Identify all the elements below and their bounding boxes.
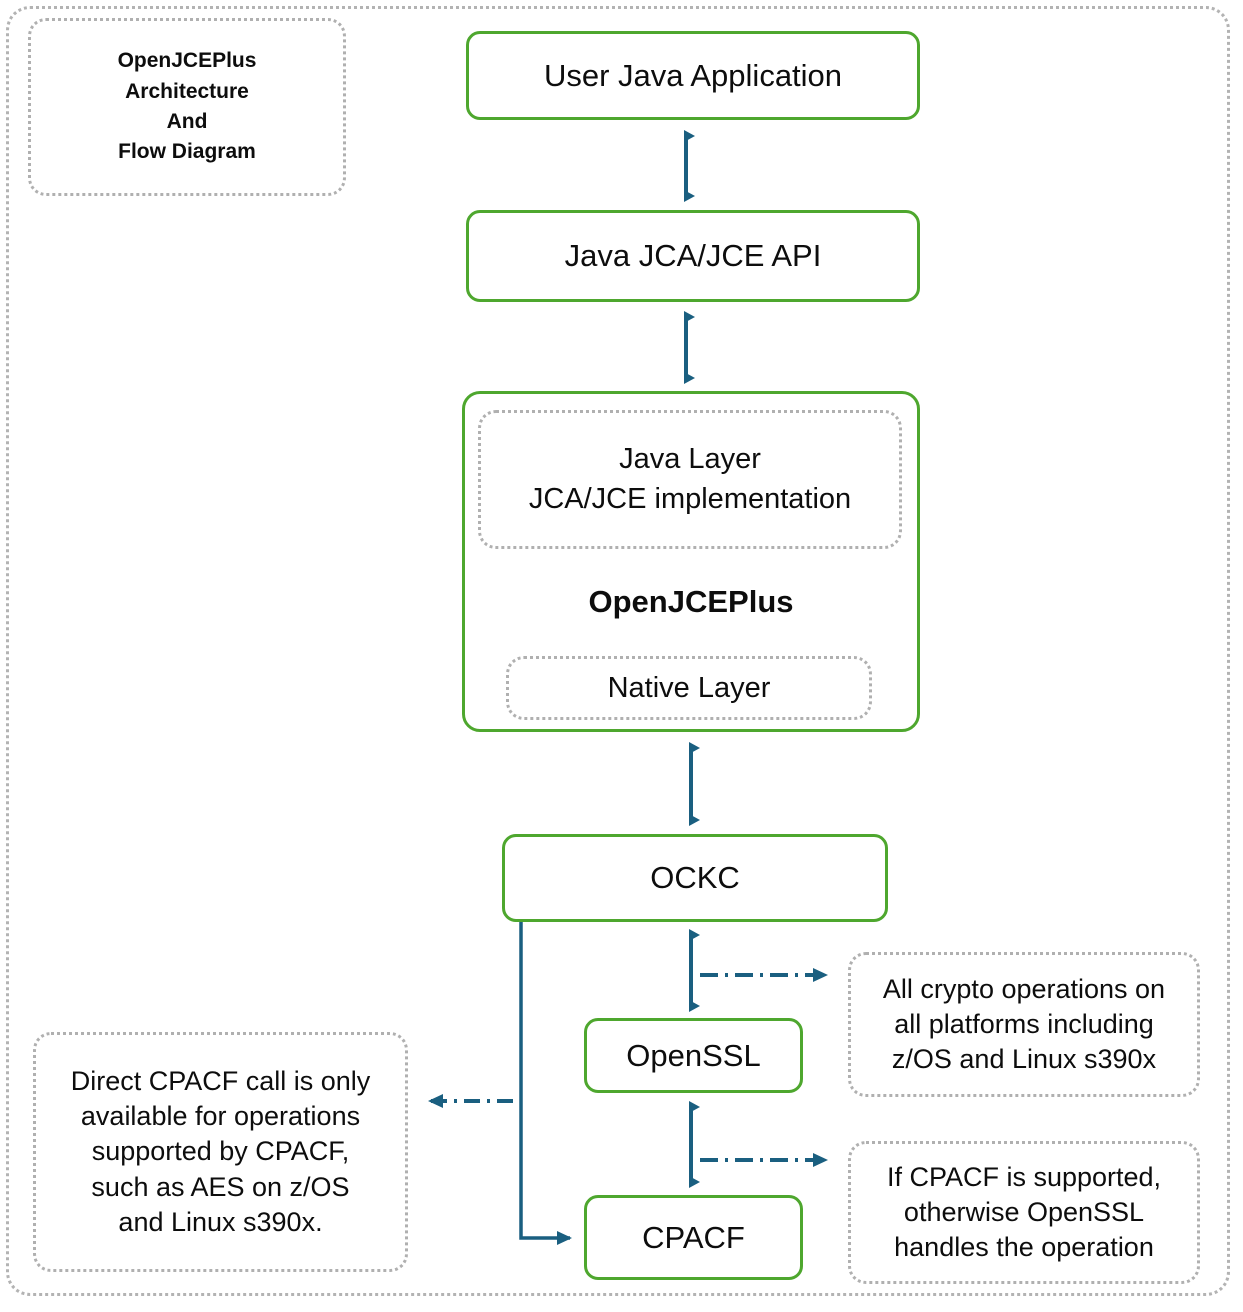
node-java-layer-line-1: Java Layer [619,443,761,476]
annotation-if-cpacf-supported: If CPACF is supported, otherwise OpenSSL… [848,1141,1200,1284]
node-cpacf[interactable]: CPACF [584,1195,803,1280]
annotation-if-cpacf-line-1: If CPACF is supported, [886,1161,1162,1192]
node-java-layer[interactable]: Java Layer JCA/JCE implementation [478,410,902,549]
node-openjceplus-label: OpenJCEPlus [588,584,794,619]
node-native-layer-label: Native Layer [607,671,771,704]
node-cpacf-label: CPACF [642,1219,745,1255]
node-openssl[interactable]: OpenSSL [584,1018,803,1093]
diagram-title-line-4: Flow Diagram [118,140,256,164]
node-user-java-application[interactable]: User Java Application [466,31,920,120]
annotation-direct-cpacf-line-2: available for operations [80,1101,361,1132]
annotation-direct-cpacf-line-4: such as AES on z/OS [91,1171,350,1202]
annotation-if-cpacf-line-2: otherwise OpenSSL [903,1196,1145,1227]
annotation-all-crypto-line-2: all platforms including [894,1008,1154,1039]
node-ockc[interactable]: OCKC [502,834,888,922]
node-native-layer[interactable]: Native Layer [506,656,872,720]
node-java-jca-jce-api-label: Java JCA/JCE API [564,238,822,274]
annotation-all-crypto-line-3: z/OS and Linux s390x [891,1044,1157,1075]
annotation-all-crypto-line-1: All crypto operations on [882,973,1166,1004]
annotation-if-cpacf-line-3: handles the operation [894,1232,1154,1263]
annotation-direct-cpacf-line-5: and Linux s390x. [118,1206,323,1237]
diagram-title-line-1: OpenJCEPlus [117,49,257,73]
diagram-title-box: OpenJCEPlus Architecture And Flow Diagra… [28,18,346,196]
annotation-all-crypto-operations: All crypto operations on all platforms i… [848,952,1200,1097]
annotation-direct-cpacf-line-3: supported by CPACF, [91,1136,350,1167]
node-openssl-label: OpenSSL [626,1037,761,1073]
node-ockc-label: OCKC [650,860,740,896]
node-openjceplus-label-wrap: OpenJCEPlus [462,578,920,626]
node-java-layer-line-2: JCA/JCE implementation [528,482,852,515]
diagram-title-line-2: Architecture [125,79,249,103]
diagram-title-line-3: And [166,110,208,133]
diagram-outer-frame [6,6,1230,1296]
node-user-java-application-label: User Java Application [543,57,843,93]
node-java-jca-jce-api[interactable]: Java JCA/JCE API [466,210,920,302]
annotation-direct-cpacf-line-1: Direct CPACF call is only [70,1066,371,1097]
annotation-direct-cpacf-call: Direct CPACF call is only available for … [33,1032,408,1272]
